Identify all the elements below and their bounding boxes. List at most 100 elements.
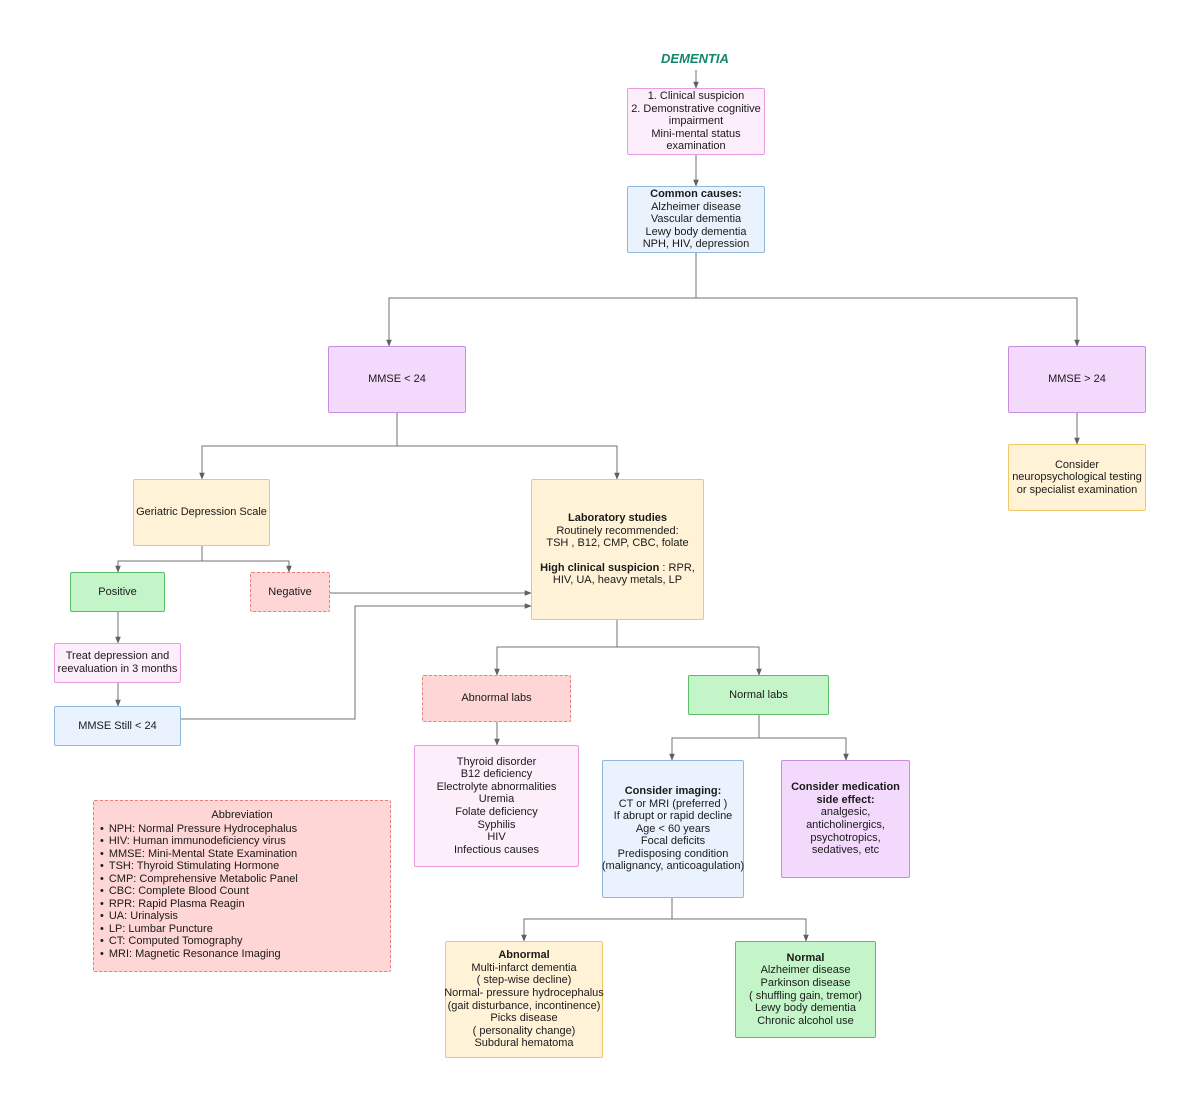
node-negative: Negative: [250, 572, 330, 612]
node-geriatric-depression-scale: Geriatric Depression Scale: [133, 479, 270, 546]
node-label: MMSE < 24: [368, 373, 426, 386]
text-line: 1. Clinical suspicion: [647, 90, 745, 103]
arrow-labs-to-normal: [617, 646, 762, 676]
arrow-mmse-low-to-labs: [397, 445, 620, 480]
node-heading: Common causes:: [650, 188, 742, 201]
arrow-normal-to-imaging: [669, 715, 760, 761]
node-consider-imaging: Consider imaging: CT or MRI (preferred )…: [602, 760, 744, 898]
arrow-labs-to-abnormal: [494, 620, 618, 676]
node-heading: side effect:: [816, 793, 875, 806]
text-line: Treat depression and: [65, 650, 170, 663]
arrow-gds-to-positive: [115, 546, 203, 573]
text-line: Multi-infarct dementia: [471, 961, 577, 974]
text-line: anticholinergics,: [806, 819, 885, 831]
text-line: HIV, UA, heavy metals, LP: [552, 574, 683, 587]
abbreviation-item: MRI: Magnetic Resonance Imaging: [100, 948, 384, 961]
node-consider-neuro-testing: Consider neuropsychological testing or s…: [1008, 444, 1146, 511]
node-abnormal-lab-causes: Thyroid disorder B12 deficiency Electrol…: [414, 745, 579, 867]
text-line: Infectious causes: [454, 843, 539, 856]
abbreviation-item: CT: Computed Tomography: [100, 935, 384, 948]
text-line: analgesic,: [820, 806, 871, 819]
abbreviation-item: CMP: Comprehensive Metabolic Panel: [100, 873, 384, 886]
node-label: MMSE > 24: [1048, 373, 1106, 386]
arrow-causes-to-mmse-low: [386, 253, 697, 347]
text-line: ( personality change): [472, 1024, 576, 1037]
text-line: TSH , B12, CMP, CBC, folate: [546, 537, 689, 550]
text-line: Consider: [1054, 458, 1100, 471]
abbreviation-item: HIV: Human immunodeficiency virus: [100, 835, 384, 848]
node-normal-labs: Normal labs: [688, 675, 829, 715]
text-line: ( shuffling gain, tremor): [749, 989, 862, 1002]
node-mmse-still-low: MMSE Still < 24: [54, 706, 181, 746]
node-laboratory-studies: Laboratory studies Routinely recommended…: [531, 479, 704, 620]
text-line: Lewy body dementia: [645, 225, 747, 238]
node-label: Abnormal labs: [461, 692, 532, 705]
abbreviation-item: UA: Urinalysis: [100, 910, 384, 923]
node-common-causes: Common causes: Alzheimer disease Vascula…: [627, 186, 765, 253]
node-normal-imaging: Normal Alzheimer disease Parkinson disea…: [735, 941, 876, 1038]
text-line: Age < 60 years: [635, 822, 711, 835]
text-line: Subdural hematoma: [474, 1037, 574, 1050]
text-line: Picks disease: [490, 1012, 558, 1025]
arrow-mmse-still-to-labs: [181, 603, 532, 720]
abbreviation-item: RPR: Rapid Plasma Reagin: [100, 898, 384, 911]
text-line: HIV: [487, 831, 506, 844]
high-suspicion-label: High clinical suspicion: [540, 561, 660, 574]
text-line: Focal deficits: [640, 835, 706, 848]
abbreviation-title: Abbreviation: [211, 809, 273, 821]
text-line: CT or MRI (preferred ): [618, 797, 728, 810]
node-treat-depression: Treat depression and reevaluation in 3 m…: [54, 643, 181, 683]
node-label: Geriatric Depression Scale: [136, 506, 267, 519]
text-line: If abrupt or rapid decline: [613, 810, 733, 823]
node-heading: Consider imaging:: [624, 784, 722, 797]
abbreviation-item: MMSE: Mini-Mental State Examination: [100, 848, 384, 861]
node-medication-side-effect: Consider medication side effect: analges…: [781, 760, 910, 878]
node-label: Normal labs: [729, 688, 788, 701]
node-initial-assessment: 1. Clinical suspicion 2. Demonstrative c…: [627, 88, 765, 155]
abbreviation-item: NPH: Normal Pressure Hydrocephalus: [100, 823, 384, 836]
text-line: (malignancy, anticoagulation): [601, 860, 745, 873]
node-label: MMSE Still < 24: [78, 719, 157, 732]
text-line: Chronic alcohol use: [757, 1014, 854, 1027]
text-line: Routinely recommended:: [556, 524, 679, 537]
text-line: neuropsychological testing: [1012, 471, 1142, 484]
text-line: psychotropics,: [810, 831, 881, 844]
text-line: Mini-mental status: [651, 127, 741, 140]
abbreviation-item: TSH: Thyroid Stimulating Hormone: [100, 860, 384, 873]
abbreviation-item: CBC: Complete Blood Count: [100, 885, 384, 898]
node-heading: Laboratory studies: [567, 512, 668, 525]
text-line: 2. Demonstrative cognitive: [631, 102, 761, 115]
text-line: or specialist examination: [1016, 483, 1138, 496]
text-line: Parkinson disease: [760, 976, 851, 989]
arrow-imaging-to-abnormal: [521, 898, 673, 942]
diagram-title: DEMENTIA: [661, 51, 729, 66]
abbreviation-legend: Abbreviation NPH: Normal Pressure Hydroc…: [93, 800, 391, 972]
text-line: Folate deficiency: [455, 806, 538, 818]
text-line: Uremia: [478, 793, 515, 806]
arrow-causes-to-mmse-high: [696, 297, 1080, 347]
text-line: Electrolyte abnormalities: [436, 780, 557, 793]
node-mmse-high: MMSE > 24: [1008, 346, 1146, 413]
text-line: Alzheimer disease: [651, 200, 741, 213]
node-abnormal-labs: Abnormal labs: [422, 675, 571, 722]
text-line: impairment: [668, 115, 724, 128]
node-abnormal-imaging: Abnormal Multi-infarct dementia ( step-w…: [444, 941, 604, 1058]
text-line: examination: [666, 140, 726, 153]
text-line: Alzheimer disease: [760, 964, 851, 977]
arrow-normal-to-medication: [759, 737, 849, 761]
text-line: B12 deficiency: [460, 768, 533, 781]
text-line: (gait disturbance, incontinence): [447, 999, 601, 1012]
node-positive: Positive: [70, 572, 165, 612]
arrow-gds-to-negative: [202, 560, 292, 573]
text-line: Thyroid disorder: [456, 755, 537, 768]
text-line: ( step-wise decline): [476, 974, 572, 987]
node-heading: Consider medication: [791, 781, 900, 794]
node-mmse-low: MMSE < 24: [328, 346, 466, 413]
arrow-imaging-to-normal: [672, 918, 809, 942]
node-label: Positive: [98, 585, 137, 598]
text-line: sedatives, etc: [811, 844, 880, 857]
node-heading: Abnormal: [498, 949, 550, 962]
high-suspicion-tests: : RPR,: [659, 561, 695, 574]
text-line: High clinical suspicion : RPR,: [540, 562, 695, 575]
text-line: Predisposing condition: [617, 847, 729, 860]
